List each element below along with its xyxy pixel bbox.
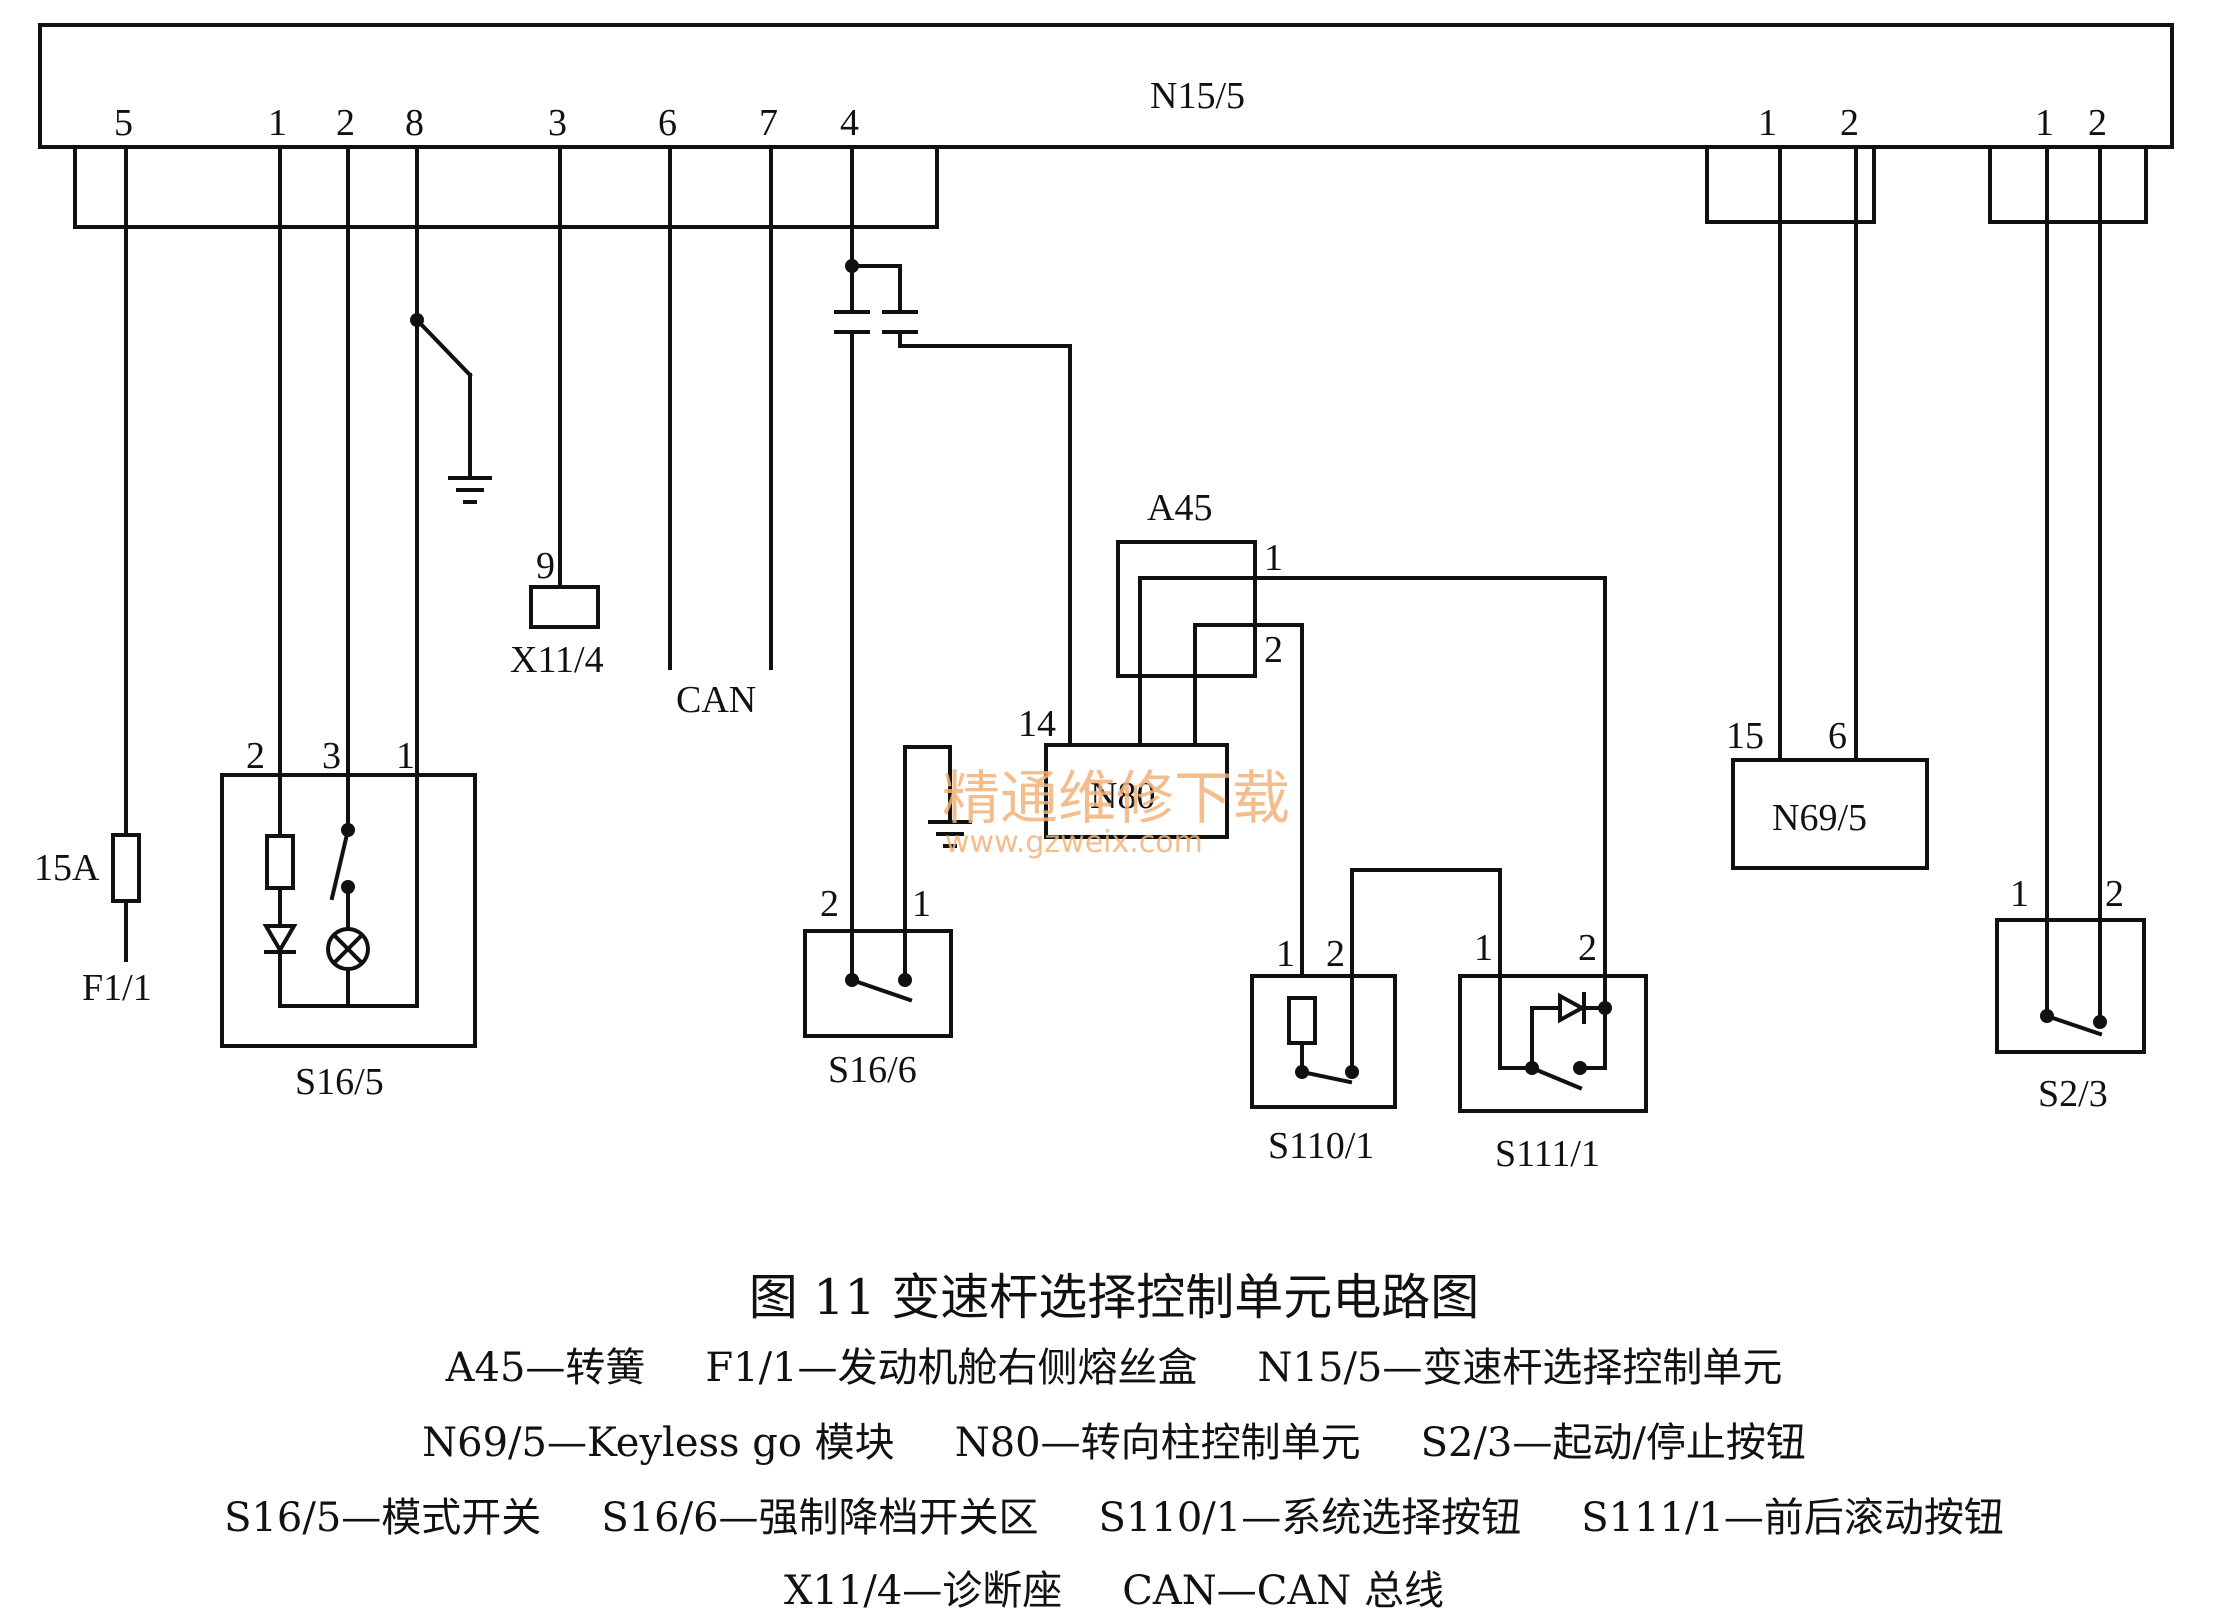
n69-5-label: N69/5 bbox=[1772, 797, 1867, 839]
legend-line-2: N69/5—Keyless go 模块 N80—转向柱控制单元 S2/3—起动/停止… bbox=[0, 1410, 2228, 1468]
legend-item: N80—转向柱控制单元 bbox=[954, 1420, 1361, 1466]
s16-6-pin-2: 2 bbox=[820, 883, 839, 925]
s16-5-pin-1: 1 bbox=[396, 735, 415, 777]
s16-5-switch-blade bbox=[329, 827, 351, 901]
legend-line-3: S16/5—模式开关 S16/6—强制降档开关区 S110/1—系统选择按钮 S111… bbox=[0, 1485, 2228, 1543]
circuit-diagram: N15/5 5 1 2 8 3 6 7 4 1 2 1 2 15A F1/1 2… bbox=[34, 23, 2174, 1175]
n69-5-box bbox=[1731, 758, 1929, 870]
fuse-name: F1/1 bbox=[82, 967, 152, 1009]
s16-5-resistor bbox=[265, 834, 295, 890]
legend-item: N69/5—Keyless go 模块 bbox=[422, 1420, 895, 1466]
n15-5-pin-6: 6 bbox=[658, 102, 677, 144]
legend-item: S111/1—前后滚动按钮 bbox=[1581, 1495, 2004, 1541]
s111-1-pin-2: 2 bbox=[1578, 927, 1597, 969]
x11-4-pin: 9 bbox=[536, 545, 555, 587]
legend-item: X11/4—诊断座 bbox=[783, 1568, 1063, 1614]
n15-5-pin-8: 8 bbox=[405, 102, 424, 144]
legend-item: N15/5—变速杆选择控制单元 bbox=[1257, 1345, 1783, 1391]
legend-item: F1/1—发动机舱右侧熔丝盒 bbox=[705, 1345, 1198, 1391]
s16-6-label: S16/6 bbox=[828, 1049, 917, 1091]
n69-5-pin-6: 6 bbox=[1828, 715, 1847, 757]
n15-5-pin-right-a2: 2 bbox=[1840, 102, 1859, 144]
s16-6-pin-1: 1 bbox=[912, 883, 931, 925]
s111-1-pin-1: 1 bbox=[1474, 927, 1493, 969]
n15-5-pin-right-a1: 1 bbox=[1758, 102, 1777, 144]
n15-5-pin-3: 3 bbox=[548, 102, 567, 144]
s110-1-pin-1: 1 bbox=[1276, 933, 1295, 975]
watermark-url: www.gzweix.com bbox=[945, 825, 1203, 860]
figure-caption-title: 图 11 变速杆选择控制单元电路图 bbox=[748, 1269, 1480, 1326]
s16-5-label: S16/5 bbox=[295, 1061, 384, 1103]
s2-3-box bbox=[1995, 918, 2146, 1054]
ground-wire-pin8 bbox=[414, 317, 473, 378]
a45-pin-1: 1 bbox=[1264, 537, 1283, 579]
n15-5-pin-right-b1: 1 bbox=[2035, 102, 2054, 144]
legend-item: CAN—CAN 总线 bbox=[1122, 1568, 1444, 1614]
s2-3-pin-1: 1 bbox=[2010, 873, 2029, 915]
watermark-text: 精通维修下载 bbox=[942, 764, 1290, 832]
s16-5-diode bbox=[262, 924, 298, 954]
n80-pin-14: 14 bbox=[1018, 703, 1056, 745]
s111-1-diode bbox=[1558, 992, 1587, 1024]
s16-5-pin-2: 2 bbox=[246, 735, 265, 777]
can-label: CAN bbox=[676, 679, 756, 721]
s111-1-switch-blade bbox=[1529, 1065, 1583, 1091]
x11-4-connector bbox=[529, 585, 600, 629]
fuse-symbol bbox=[111, 833, 141, 903]
n15-5-pin-2: 2 bbox=[336, 102, 355, 144]
legend-item: S2/3—起动/停止按钮 bbox=[1420, 1420, 1806, 1466]
a45-label: A45 bbox=[1147, 487, 1212, 529]
n15-5-pin-1: 1 bbox=[268, 102, 287, 144]
legend-line-1: A45—转簧 F1/1—发动机舱右侧熔丝盒 N15/5—变速杆选择控制单元 bbox=[0, 1335, 2228, 1393]
n15-5-label: N15/5 bbox=[1150, 75, 1245, 117]
legend-item: S16/6—强制降档开关区 bbox=[601, 1495, 1039, 1541]
s110-1-box bbox=[1250, 974, 1397, 1109]
n80-box bbox=[1044, 743, 1229, 839]
s16-6-box bbox=[803, 929, 953, 1038]
s2-3-switch-blade bbox=[2044, 1013, 2103, 1037]
s111-1-label: S111/1 bbox=[1495, 1133, 1600, 1175]
legend-line-4: X11/4—诊断座 CAN—CAN 总线 bbox=[0, 1558, 2228, 1616]
s16-6-switch-blade bbox=[849, 977, 913, 1003]
a45-box bbox=[1116, 540, 1257, 678]
n15-5-connector-n69 bbox=[1705, 145, 1876, 224]
n15-5-box bbox=[38, 23, 2174, 149]
legend-item: S16/5—模式开关 bbox=[224, 1495, 542, 1541]
s2-3-label: S2/3 bbox=[2038, 1073, 2108, 1115]
n15-5-connector-left bbox=[73, 145, 939, 229]
legend-item: S110/1—系统选择按钮 bbox=[1098, 1495, 1522, 1541]
s16-5-pin-3: 3 bbox=[322, 735, 341, 777]
x11-4-label: X11/4 bbox=[510, 639, 604, 681]
n15-5-connector-s2 bbox=[1988, 145, 2148, 224]
n69-5-pin-15: 15 bbox=[1726, 715, 1764, 757]
n15-5-pin-4: 4 bbox=[840, 102, 859, 144]
n80-label: N80 bbox=[1090, 775, 1155, 817]
s110-1-label: S110/1 bbox=[1268, 1125, 1374, 1167]
s2-3-pin-2: 2 bbox=[2105, 873, 2124, 915]
s111-1-box bbox=[1458, 974, 1648, 1113]
s110-1-pin-2: 2 bbox=[1326, 933, 1345, 975]
legend-item: A45—转簧 bbox=[445, 1345, 646, 1391]
s110-1-resistor bbox=[1287, 996, 1317, 1045]
a45-pin-2: 2 bbox=[1264, 629, 1283, 671]
n15-5-pin-7: 7 bbox=[759, 102, 778, 144]
n15-5-pin-right-b2: 2 bbox=[2088, 102, 2107, 144]
s110-1-switch-blade bbox=[1299, 1069, 1353, 1085]
fuse-rating: 15A bbox=[34, 847, 100, 889]
n15-5-pin-5: 5 bbox=[114, 102, 133, 144]
